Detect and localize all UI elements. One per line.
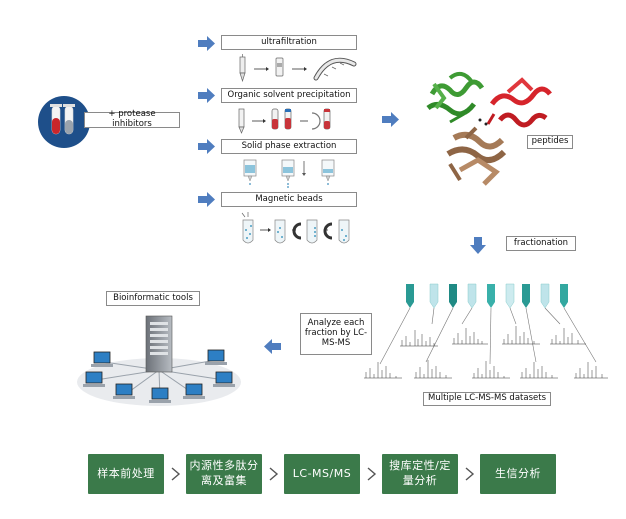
method-box-organic-solvent: Organic solvent precipitation: [221, 88, 357, 103]
arrow-down-icon: [470, 237, 486, 254]
datasets-label: Multiple LC-MS-MS datasets: [423, 392, 551, 406]
arrow-left-icon: [264, 339, 281, 354]
precipitation-tubes-icon: [238, 108, 331, 134]
workflow-step-sample-prep: 样本前处理: [88, 454, 164, 494]
method-box-magnetic-beads: Magnetic beads: [221, 192, 357, 207]
chevron-right-icon: [171, 467, 181, 481]
chevron-right-icon: [367, 467, 377, 481]
method-box-ultrafiltration: ultrafiltration: [221, 35, 357, 50]
arrow-right-icon: [382, 112, 399, 127]
workflow-chain: 样本前处理 内源性多肽分离及富集 LC-MS/MS 搜库定性/定量分析 生信分析: [88, 454, 558, 494]
arrow-right-icon: [198, 36, 215, 51]
spe-cartridges-icon: [243, 159, 335, 188]
protease-inhibitors-label: + protease inhibitors: [84, 109, 180, 129]
chevron-right-icon: [269, 467, 279, 481]
peptides-label: peptides: [527, 135, 573, 149]
arrow-right-icon: [198, 139, 215, 154]
ultrafiltration-icon: [239, 54, 357, 83]
computer-network-icon: [77, 315, 241, 406]
mass-spectrum-icon: [364, 307, 608, 379]
fraction-tubes-icon: [406, 283, 568, 309]
workflow-step-enrichment: 内源性多肽分离及富集: [186, 454, 262, 494]
workflow-step-bioinformatics: 生信分析: [480, 454, 556, 494]
chevron-right-icon: [465, 467, 475, 481]
arrow-right-icon: [198, 88, 215, 103]
magnetic-beads-icon: [241, 212, 350, 244]
sample-tubes-icon: [38, 96, 90, 148]
method-box-solid-phase: Solid phase extraction: [221, 139, 357, 154]
arrow-right-icon: [198, 192, 215, 207]
workflow-step-lcms: LC-MS/MS: [284, 454, 360, 494]
bioinformatic-tools-label: Bioinformatic tools: [106, 291, 200, 306]
workflow-step-database-search: 搜库定性/定量分析: [382, 454, 458, 494]
analyze-label: Analyze each fraction by LC-MS-MS: [300, 313, 372, 355]
fractionation-label: fractionation: [506, 236, 576, 251]
protein-structure-icon: [426, 71, 552, 186]
